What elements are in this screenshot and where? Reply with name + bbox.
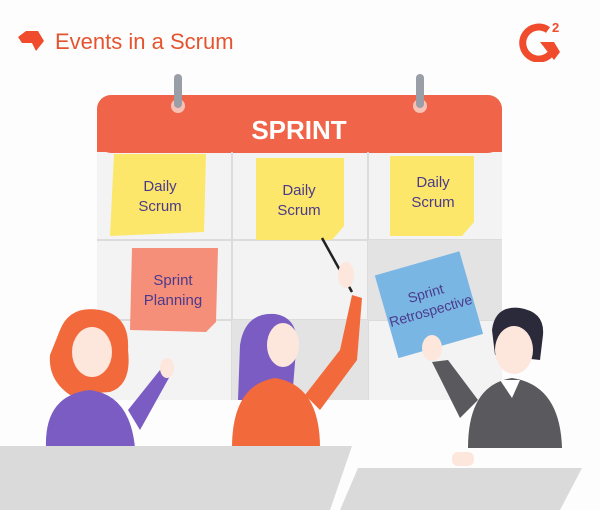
note-daily-scrum-1: Daily Scrum	[110, 154, 206, 236]
g2-logo-icon: 2	[519, 20, 560, 62]
svg-text:Sprint: Sprint	[153, 272, 193, 289]
person-left-woman	[45, 309, 174, 448]
note-daily-scrum-3: Daily Scrum	[390, 156, 474, 236]
svg-text:Daily: Daily	[282, 182, 316, 199]
person-middle-woman	[232, 262, 362, 448]
svg-text:Planning: Planning	[144, 292, 202, 309]
note-daily-scrum-2: Daily Scrum	[256, 158, 344, 240]
note-sprint-planning: Sprint Planning	[130, 248, 218, 332]
svg-text:Daily: Daily	[143, 178, 177, 195]
person-right-man	[422, 307, 562, 466]
svg-text:Daily: Daily	[416, 174, 450, 191]
page-title: Events in a Scrum	[55, 29, 234, 54]
svg-text:Scrum: Scrum	[277, 202, 320, 219]
svg-text:Scrum: Scrum	[411, 194, 454, 211]
brand-mark-icon	[18, 31, 44, 51]
binder-ring-icon	[171, 74, 427, 113]
svg-text:2: 2	[552, 20, 559, 35]
table	[0, 446, 582, 510]
note-sprint-retrospective: Sprint Retrospective	[374, 251, 484, 359]
svg-text:Scrum: Scrum	[138, 198, 181, 215]
calendar-title: SPRINT	[251, 115, 346, 145]
